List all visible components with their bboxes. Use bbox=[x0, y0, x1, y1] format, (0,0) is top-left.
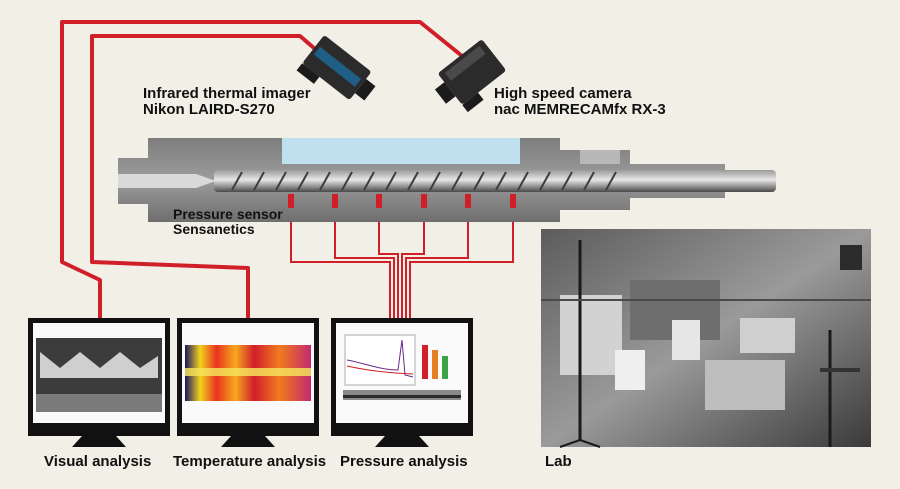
lab-photo bbox=[541, 229, 871, 448]
monitor-temperature bbox=[177, 318, 319, 447]
pressure-sensors bbox=[288, 194, 516, 208]
thermal-imager-label: Infrared thermal imager Nikon LAIRD-S270 bbox=[143, 86, 311, 118]
high-speed-camera-name: High speed camera bbox=[494, 85, 632, 102]
temperature-analysis-caption: Temperature analysis bbox=[173, 453, 327, 470]
high-speed-camera-model: nac MEMRECAMfx RX-3 bbox=[494, 101, 666, 118]
injection-barrel bbox=[118, 138, 776, 222]
pressure-sensor-label: Pressure sensor Sensanetics bbox=[173, 207, 283, 237]
lab-caption: Lab bbox=[545, 453, 572, 470]
pressure-analysis-caption: Pressure analysis bbox=[340, 453, 468, 470]
observation-window bbox=[282, 138, 520, 164]
monitor-pressure bbox=[331, 318, 473, 447]
high-speed-camera-icon bbox=[434, 40, 506, 113]
screw bbox=[214, 170, 776, 192]
sensor-cables bbox=[290, 206, 514, 320]
pressure-sensor-vendor: Sensanetics bbox=[173, 221, 255, 237]
camera-cables bbox=[60, 20, 469, 320]
pressure-sensor-name: Pressure sensor bbox=[173, 206, 283, 222]
thermal-imager-name: Infrared thermal imager bbox=[143, 85, 311, 102]
thermal-imager-model: Nikon LAIRD-S270 bbox=[143, 101, 275, 118]
monitor-visual bbox=[28, 318, 170, 447]
high-speed-camera-label: High speed camera nac MEMRECAMfx RX-3 bbox=[494, 86, 666, 118]
visual-analysis-caption: Visual analysis bbox=[44, 453, 152, 470]
infrared-camera-icon bbox=[296, 36, 376, 101]
